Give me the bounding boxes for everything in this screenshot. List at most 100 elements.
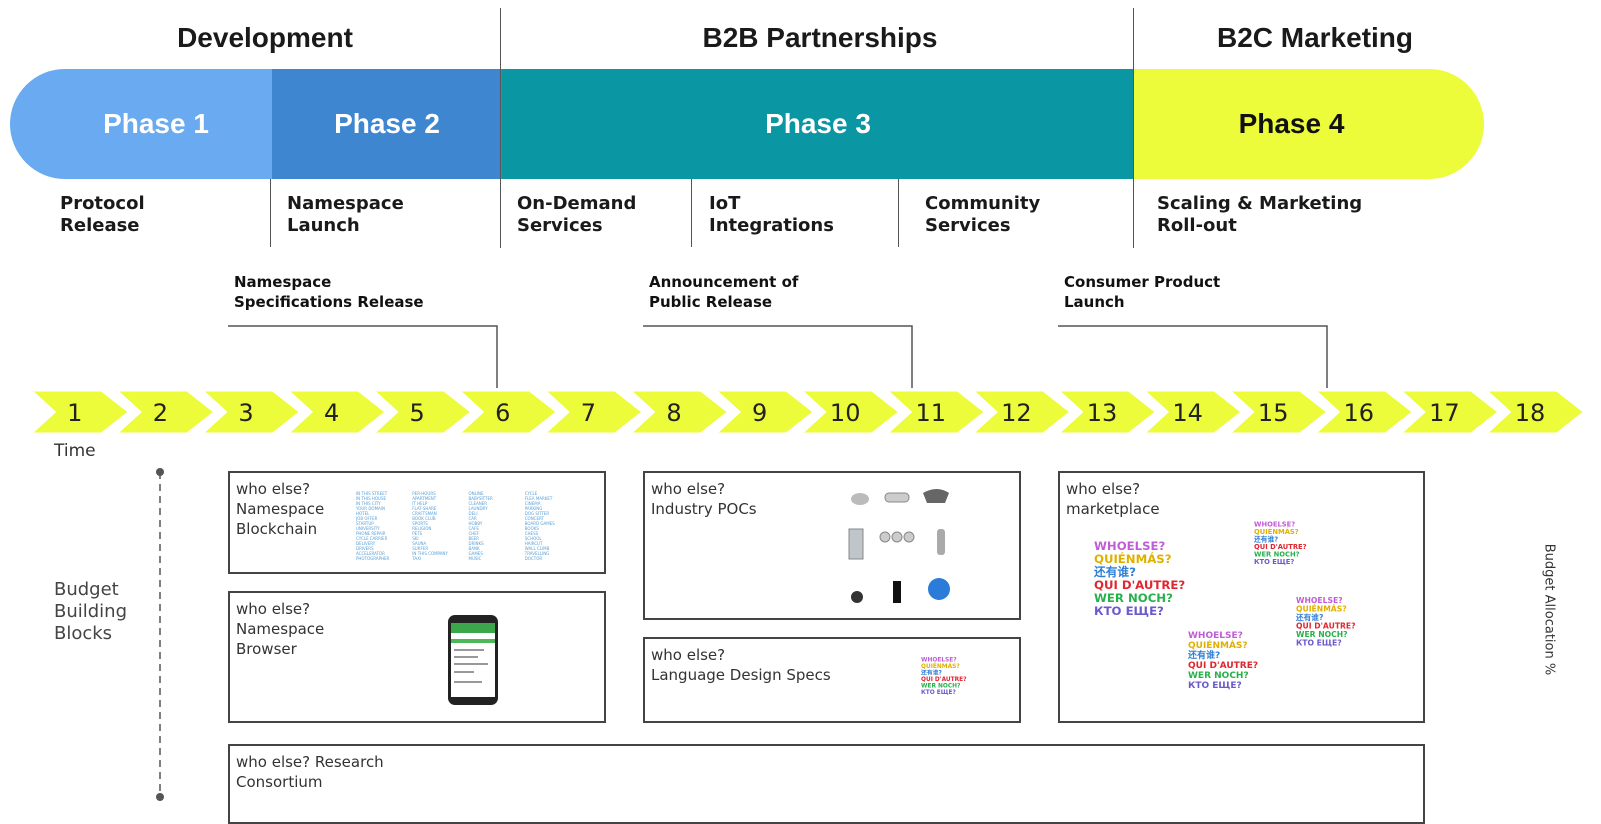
milestone-consumer-launch: Consumer Product Launch xyxy=(1064,273,1221,311)
phone-image xyxy=(448,615,498,705)
phase-3-label: Phase 3 xyxy=(765,108,871,139)
timeline-chevron xyxy=(111,388,218,436)
phase-3-segment xyxy=(502,69,1134,179)
namespace-word: WALL CLIMB xyxy=(524,546,550,551)
phase-2-segment xyxy=(272,69,502,179)
namespace-word: SKI xyxy=(412,536,419,541)
namespace-word: APARTMENT xyxy=(412,496,437,501)
whoelse-logo-large: WHOELSE?QUIÉNMÁS?还有谁?QUI D'AUTRE?WER NOC… xyxy=(1094,541,1185,619)
logo-line: 还有谁? xyxy=(1296,614,1324,623)
namespace-word: MUSIC xyxy=(468,556,482,561)
namespace-word: GAMES xyxy=(468,551,483,556)
timeline-chevron xyxy=(882,388,989,436)
timeline-step-label: 11 xyxy=(916,399,947,427)
milestone-connectors xyxy=(228,325,1328,388)
refrigerator-icon xyxy=(848,528,864,560)
timeline-chevron xyxy=(282,388,389,436)
namespace-word: DOCTOR xyxy=(524,556,543,561)
namespace-word: DRINKS xyxy=(468,541,484,546)
block-language-design-specs: who else? Language Design Specs WHOELSE?… xyxy=(643,637,1021,723)
namespace-word: IN THIS STREET xyxy=(356,491,388,496)
namespace-word: CLEANER xyxy=(468,501,488,506)
phone-row xyxy=(454,681,482,683)
namespace-word: UNIVERSITY xyxy=(356,526,380,531)
block-namespace-blockchain: who else? Namespace Blockchain IN THIS S… xyxy=(228,471,606,574)
namespace-word: HOBBY xyxy=(468,521,483,526)
phone-header xyxy=(451,623,495,633)
logo-line: QUI D'AUTRE? xyxy=(921,676,967,684)
block-namespace-browser: who else? Namespace Browser xyxy=(228,591,606,723)
sub-phase-iot-integrations: IoT Integrations xyxy=(709,193,834,236)
namespace-word: DRIVERS xyxy=(356,546,374,551)
namespace-word: CRAFTSMAN xyxy=(412,511,437,516)
phase-2-label: Phase 2 xyxy=(334,108,440,139)
logo-line: КТО ЕЩЕ? xyxy=(1094,606,1164,619)
sub-phase-namespace-launch: Namespace Launch xyxy=(287,193,404,236)
logo-line: QUI D'AUTRE? xyxy=(1188,661,1259,671)
namespace-word: PHONE REPAIR xyxy=(356,531,386,536)
namespace-word: CYCLE xyxy=(524,491,538,496)
light-bulbs-icon xyxy=(879,531,915,543)
section-title-b2b-partnerships: B2B Partnerships xyxy=(702,22,938,53)
budget-axis-bottom-dot xyxy=(156,793,164,801)
block-title: who else? Industry POCs xyxy=(651,480,757,518)
logo-line: 还有谁? xyxy=(1188,651,1221,661)
namespace-word: IN THIS CITY xyxy=(356,501,381,506)
whoelse-logo: WHOELSE?QUIÉNMÁS?还有谁?QUI D'AUTRE?WER NOC… xyxy=(1188,631,1258,691)
timeline-step-label: 8 xyxy=(666,399,681,427)
namespace-word: DELIVERY xyxy=(356,541,376,546)
milestone-namespace-specifications: Namespace Specifications Release xyxy=(234,273,424,311)
divider-b2b-b2c xyxy=(1133,8,1134,248)
logo-line: КТО ЕЩЕ? xyxy=(1296,639,1342,649)
timeline-step-label: 13 xyxy=(1087,399,1118,427)
namespace-word: HAIRCUT xyxy=(524,541,543,546)
logo-line: QUI D'AUTRE? xyxy=(1296,622,1356,632)
section-title-b2c-marketing: B2C Marketing xyxy=(1216,22,1414,53)
milestone-connector-3 xyxy=(1058,325,1328,388)
logo-line: КТО ЕЩЕ? xyxy=(1188,681,1242,691)
namespace-word: CONCERT xyxy=(524,516,544,521)
namespace-word: BABYSITTER xyxy=(468,496,493,501)
block-title: who else? Namespace Blockchain xyxy=(236,480,325,538)
logo-line: 还有谁? xyxy=(1254,536,1279,544)
milestone-public-release: Announcement of Public Release xyxy=(649,273,799,311)
whoelse-logo: WHOELSE?QUIÉNMÁS?还有谁?QUI D'AUTRE?WER NOC… xyxy=(1254,521,1307,566)
timeline-chevron xyxy=(1138,388,1245,436)
namespace-word: RELIGION xyxy=(412,526,432,531)
smartwatch-icon xyxy=(928,578,950,600)
namespace-word: ONLINE xyxy=(468,491,484,496)
namespace-word: SURFER xyxy=(412,546,429,551)
timeline-step-label: 16 xyxy=(1344,399,1375,427)
phone-row xyxy=(454,671,474,673)
block-marketplace: who else? marketplace WHOELSE?QUIÉNMÁS?还… xyxy=(1058,471,1425,723)
divider-dev-b2b xyxy=(500,8,501,248)
timeline-step-label: 18 xyxy=(1515,399,1546,427)
namespace-word: DELI xyxy=(468,511,478,516)
logo-line: WHOELSE? xyxy=(1296,597,1343,606)
scooter-icon xyxy=(851,591,863,603)
block-title: who else? Research Consortium xyxy=(236,753,384,791)
namespace-word: JOB OFFER xyxy=(356,516,378,521)
block-industry-pocs: who else? Industry POCs xyxy=(643,471,1021,620)
logo-line: QUIÉNMÁS? xyxy=(1254,528,1299,537)
logo-line: 还有谁? xyxy=(921,670,942,677)
logo-line: WHOELSE? xyxy=(921,657,957,664)
budget-axis xyxy=(156,468,164,801)
block-title: who else? Namespace Browser xyxy=(236,600,325,658)
logo-line: КТО ЕЩЕ? xyxy=(921,689,956,697)
namespace-word: IN THIS COMPANY xyxy=(412,551,448,556)
logo-line: КТО ЕЩЕ? xyxy=(1254,558,1295,567)
time-axis-label: Time xyxy=(54,441,96,461)
namespace-word: IT HELP xyxy=(412,501,428,506)
phase-1-segment xyxy=(10,69,272,179)
timeline-chevron xyxy=(1310,388,1417,436)
block-title: who else? marketplace xyxy=(1066,480,1160,518)
namespace-word: TAXI xyxy=(412,556,422,561)
namespace-word: SPORTS xyxy=(412,521,428,526)
sub-phase-scaling-marketing: Scaling & Marketing Roll-out xyxy=(1157,193,1363,236)
namespace-word: BOOKS xyxy=(524,526,539,531)
namespace-word: BOARD GAMES xyxy=(524,521,555,526)
phone-screen xyxy=(451,623,495,697)
security-camera-icon xyxy=(923,489,949,503)
